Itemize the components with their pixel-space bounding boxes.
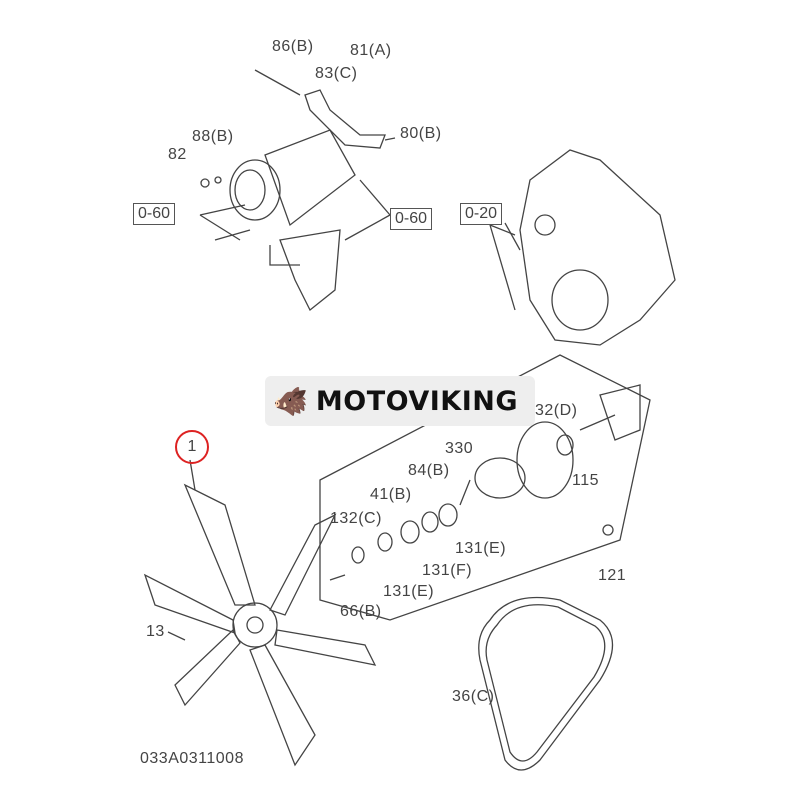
leader-lines [167,137,516,641]
label-66b: 66(B) [340,603,382,620]
exploded-frame [319,354,651,621]
motoviking-watermark: 🐗 MOTOVIKING [265,376,535,426]
label-131f: 131(F) [422,562,473,579]
drive-belt [478,596,613,771]
brand-name: MOTOVIKING [315,385,519,417]
ref-box-0-60-right: 0-60 [390,208,433,230]
label-115: 115 [572,472,600,489]
label-131e-left: 131(E) [383,583,435,600]
label-81a: 81(A) [350,42,392,59]
label-41b: 41(B) [370,486,412,503]
label-36c: 36(C) [452,688,495,705]
ref-box-0-60-left: 0-60 [133,203,176,225]
label-121: 121 [598,567,627,584]
label-330: 330 [445,440,474,457]
highlighted-part-1: 1 [175,430,209,464]
label-83c: 83(C) [315,65,358,82]
viking-mascot-icon: 🐗 [273,385,308,417]
label-80b: 80(B) [400,125,442,142]
gear-case-cover [489,149,676,346]
cooling-fan [143,483,377,767]
label-13: 13 [146,623,165,640]
fan-pulley-assembly [329,384,641,581]
diagram-code: 033A0311008 [140,750,244,767]
label-132c: 132(C) [330,510,382,527]
label-84b: 84(B) [408,462,450,479]
label-86b: 86(B) [272,38,314,55]
label-131e-right: 131(E) [455,540,507,557]
alternator-assembly [200,69,386,312]
ref-box-0-20: 0-20 [460,203,503,225]
label-32d: 32(D) [535,402,578,419]
label-88b: 88(B) [192,128,234,145]
label-82: 82 [168,146,187,163]
